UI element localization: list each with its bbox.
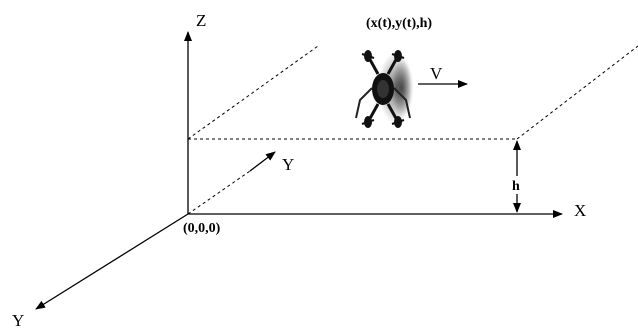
flight-plane-right-edge — [516, 45, 638, 140]
y-axis-front-line — [35, 213, 189, 310]
y-axis-front-label: Y — [12, 311, 24, 329]
flight-plane-left-edge — [187, 45, 319, 140]
z-axis-label: Z — [196, 11, 206, 30]
y-axis-plane-dashed — [187, 170, 251, 215]
origin-label: (0,0,0) — [183, 221, 221, 236]
x-axis-label: X — [574, 201, 586, 220]
height-label: h — [512, 179, 520, 194]
y-axis-plane-arrow — [249, 151, 276, 172]
velocity-label: V — [430, 64, 443, 83]
quadcopter-drone-icon — [355, 50, 414, 128]
drone-position-label: (x(t),y(t),h) — [366, 16, 432, 31]
y-axis-plane-label: Y — [282, 155, 294, 174]
